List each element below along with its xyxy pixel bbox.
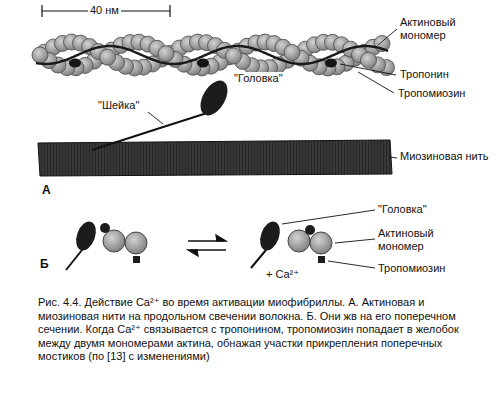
part-label: Тропомиозин: [398, 87, 465, 100]
myosin-neck: [92, 113, 207, 150]
actin-monomer: [158, 46, 174, 62]
actin-monomer: [361, 52, 377, 68]
part-label: Актиновый мономер: [378, 227, 472, 253]
myosin-filament: [38, 140, 392, 176]
troponin-complex: [197, 59, 209, 68]
figure-caption: Рис. 4.4. Действие Ca²⁺ во время активац…: [38, 296, 486, 364]
panel-letter: А: [42, 184, 51, 197]
myosin-head: [195, 76, 233, 120]
scale-bar: [42, 5, 170, 17]
actin-helix: [32, 34, 395, 76]
leader-lines: [282, 210, 375, 268]
cross-section-active: [251, 219, 332, 268]
part-label: "Шейка": [98, 99, 139, 112]
part-label: Актиновый мономер: [400, 16, 494, 42]
equilibrium-arrows: [188, 235, 226, 256]
ion-label: + Ca²⁺: [266, 268, 299, 281]
scale-label: 40 нм: [88, 4, 121, 17]
leader-lines: [148, 29, 397, 158]
actin-monomer: [32, 47, 48, 63]
troponin-complex: [69, 59, 81, 68]
part-label: Тропомиозин: [378, 262, 445, 275]
part-label: Тропонин: [400, 68, 449, 81]
actin-monomer: [284, 44, 300, 60]
cross-section-rest: [66, 219, 147, 270]
part-label: "Головка": [378, 203, 427, 216]
part-label: "Головка": [232, 72, 285, 85]
part-label: Миозиновая нить: [400, 150, 494, 163]
actin-monomer: [226, 48, 242, 64]
troponin-complex: [325, 59, 337, 68]
actin-monomer: [100, 49, 116, 65]
panel-letter: Б: [40, 258, 49, 271]
